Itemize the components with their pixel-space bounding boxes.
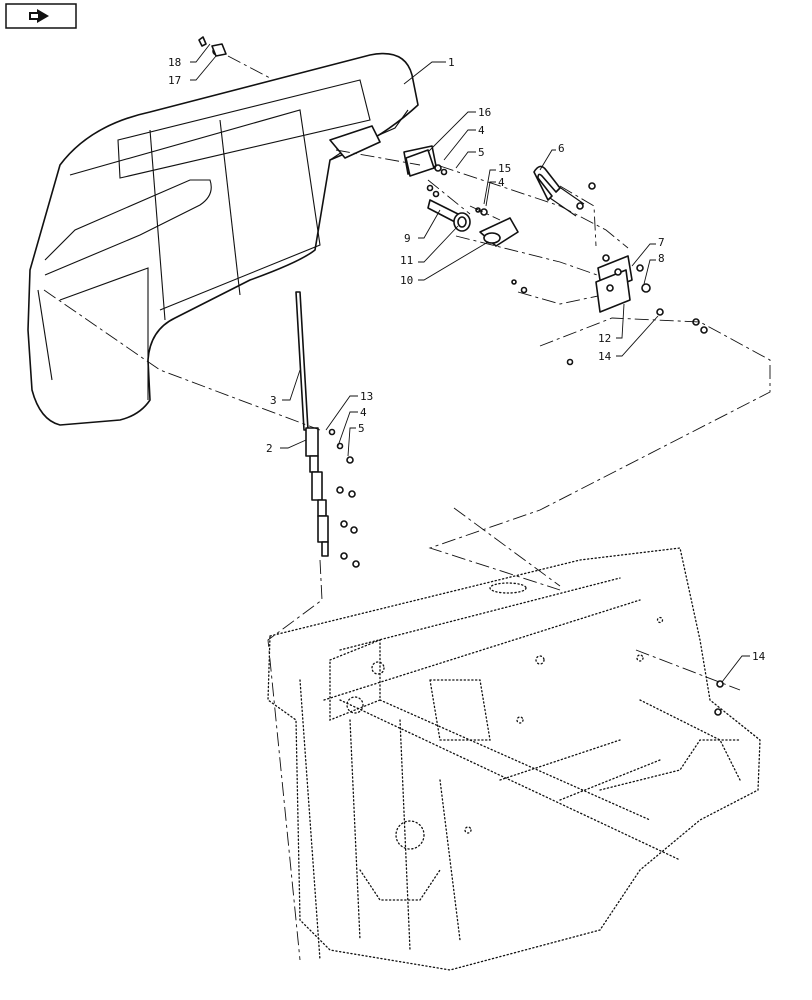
- next-page-arrow-icon: [5, 3, 77, 29]
- callout-3: 3: [270, 394, 277, 407]
- callout-5: 5: [358, 422, 365, 435]
- callout-12: 12: [598, 332, 611, 345]
- callout-5: 5: [478, 146, 485, 159]
- callout-14: 14: [598, 350, 612, 363]
- mount-bracket: [595, 255, 633, 313]
- callout-8: 8: [658, 252, 665, 265]
- callout-15: 15: [498, 162, 511, 175]
- shield-panel: [27, 52, 419, 426]
- callout-4: 4: [360, 406, 367, 419]
- callout-18: 18: [168, 56, 181, 69]
- callout-4: 4: [498, 176, 505, 189]
- explode-lines: [43, 55, 771, 961]
- leader-lines: [190, 43, 750, 683]
- callout-6: 6: [558, 142, 565, 155]
- pivot-shaft: [427, 199, 471, 232]
- pivot-plate: [479, 217, 519, 247]
- callout-2: 2: [266, 442, 273, 455]
- callout-16: 16: [478, 106, 491, 119]
- callout-9: 9: [404, 232, 411, 245]
- callout-17: 17: [168, 74, 181, 87]
- callout-14: 14: [752, 650, 766, 663]
- support-rod: [295, 291, 309, 431]
- callouts: 18 17 1 16 4 5 6 15 4 9 11 10 7 8 12 14 …: [168, 56, 766, 663]
- callout-7: 7: [658, 236, 665, 249]
- u-bolt: [533, 165, 585, 217]
- callout-4: 4: [478, 124, 485, 137]
- hardware: [198, 36, 724, 716]
- callout-1: 1: [448, 56, 455, 69]
- callout-10: 10: [400, 274, 413, 287]
- hinge-assembly: [305, 427, 329, 557]
- frame-chassis: [267, 547, 761, 971]
- next-page-button[interactable]: [5, 3, 77, 29]
- callout-11: 11: [400, 254, 413, 267]
- callout-13: 13: [360, 390, 373, 403]
